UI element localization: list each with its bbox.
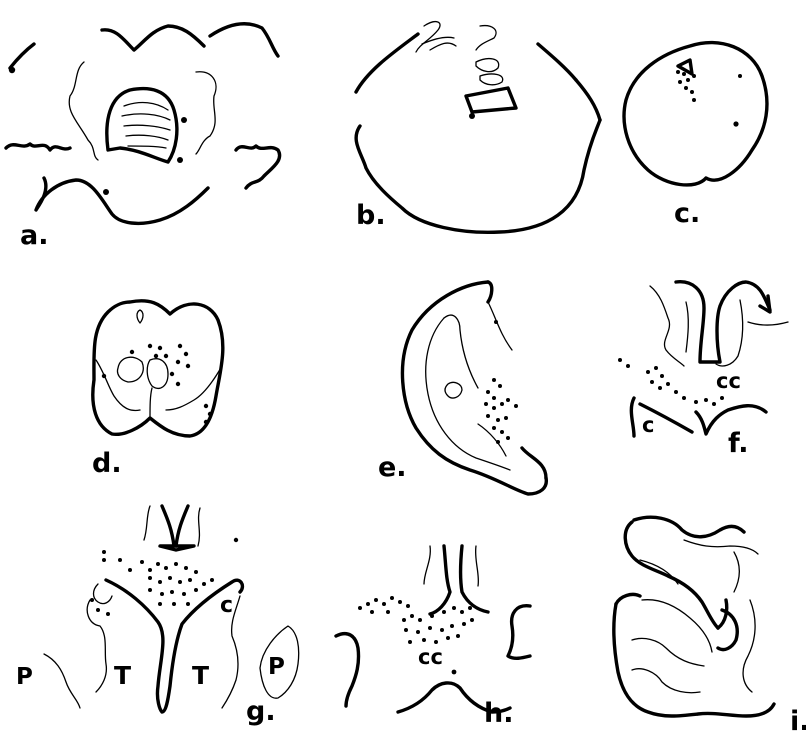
panel-label-b: b. <box>356 200 386 231</box>
panel-a: a. <box>6 24 280 251</box>
panel-g: c T T P P g. <box>16 506 299 727</box>
panel-label-g: g. <box>246 696 276 727</box>
panel-label-f: f. <box>728 428 749 459</box>
panel-e: e. <box>378 282 546 494</box>
panel-d: d. <box>92 301 223 479</box>
panel-h: cc h. <box>336 546 530 729</box>
panel-label-a: a. <box>20 220 48 251</box>
region-label-g-c: c <box>220 593 233 618</box>
region-label-g-p-right: P <box>268 654 285 680</box>
panel-label-e: e. <box>378 452 407 483</box>
panel-label-h: h. <box>484 698 513 729</box>
region-label-f-cc: cc <box>716 369 741 393</box>
panel-label-c: c. <box>674 198 700 229</box>
panel-label-d: d. <box>92 448 122 479</box>
panel-label-i: i. <box>790 706 806 734</box>
panel-b: b. <box>356 22 600 233</box>
region-label-g-p-left: P <box>16 664 33 690</box>
region-label-g-t-left: T <box>114 661 131 690</box>
region-label-f-c: c <box>642 413 654 437</box>
panel-f: cc c f. <box>618 282 788 459</box>
panel-c: c. <box>624 43 767 229</box>
region-label-h-cc: cc <box>418 645 443 669</box>
panel-i: i. <box>614 517 806 734</box>
region-label-g-t-right: T <box>192 661 209 690</box>
